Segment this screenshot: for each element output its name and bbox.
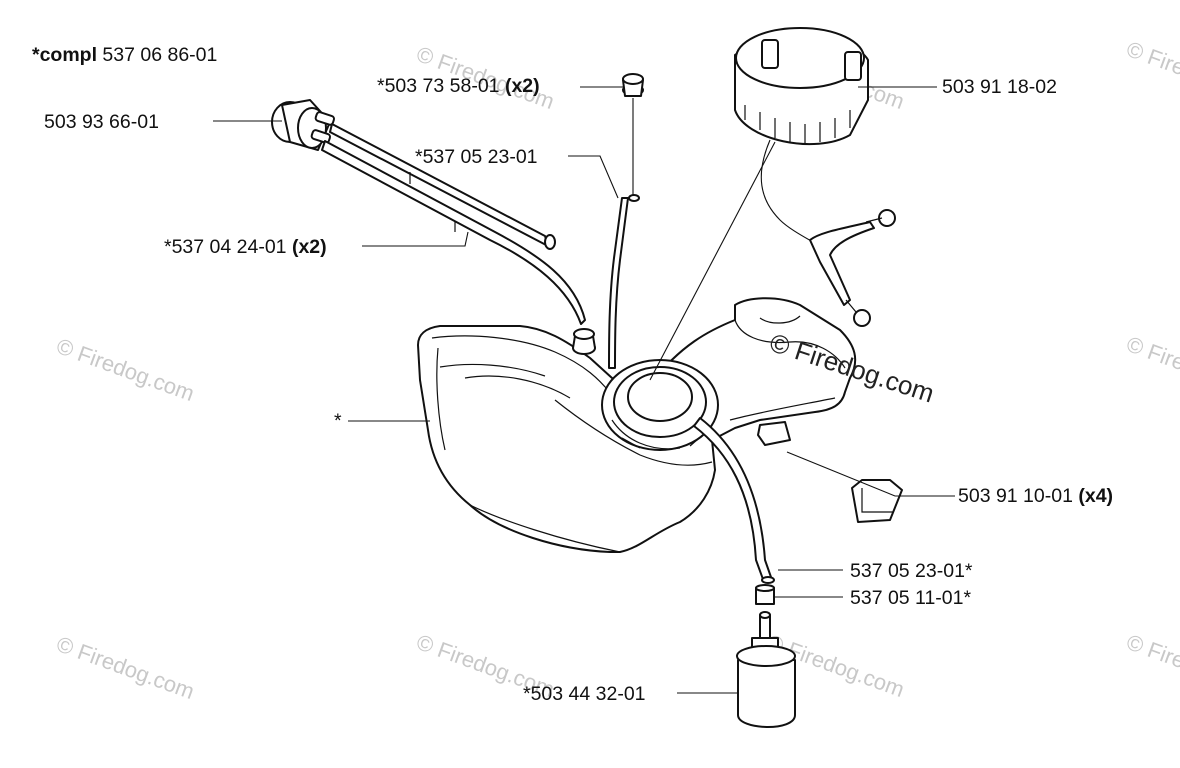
- callout-tank: *: [334, 410, 342, 432]
- callout-fitting: 537 05 11-01*: [850, 587, 971, 609]
- callout-return-hose: *537 05 23-01: [415, 146, 538, 168]
- watermark: © Firedog.com: [1123, 36, 1180, 109]
- grommet: [622, 73, 644, 97]
- return-hose: [608, 197, 629, 369]
- callout-hoses: *537 04 24-01 (x2): [164, 236, 327, 258]
- watermark: © Firedog.com: [1123, 629, 1180, 702]
- callout-fuel-hose: 537 05 23-01*: [850, 560, 973, 582]
- rubber-mount: [851, 479, 903, 523]
- assembly-title: *compl 537 06 86-01: [32, 44, 217, 66]
- watermark-layer: © Firedog.com © Firedog.com © Firedog.co…: [53, 36, 1180, 704]
- fuel-hose-assembly: [693, 417, 796, 728]
- fuel-hoses: [321, 123, 586, 325]
- callout-grommet: *503 73 58-01 (x2): [377, 75, 540, 97]
- fuel-tank: [417, 297, 857, 553]
- watermark: © Firedog.com: [53, 631, 197, 704]
- watermark: © Firedog.com: [53, 333, 197, 406]
- fuel-cap: [649, 27, 896, 381]
- callout-fuel-cap: 503 91 18-02: [942, 76, 1057, 98]
- callout-primer-bulb: 503 93 66-01: [44, 111, 159, 133]
- tank-grommet: [572, 328, 596, 355]
- callout-rubber-mount: 503 91 10-01 (x4): [958, 485, 1113, 507]
- leader-lines: [213, 86, 955, 694]
- primer-bulb: [271, 99, 336, 151]
- watermark: © Firedog.com: [1123, 331, 1180, 404]
- callout-fuel-filter: *503 44 32-01: [523, 683, 646, 705]
